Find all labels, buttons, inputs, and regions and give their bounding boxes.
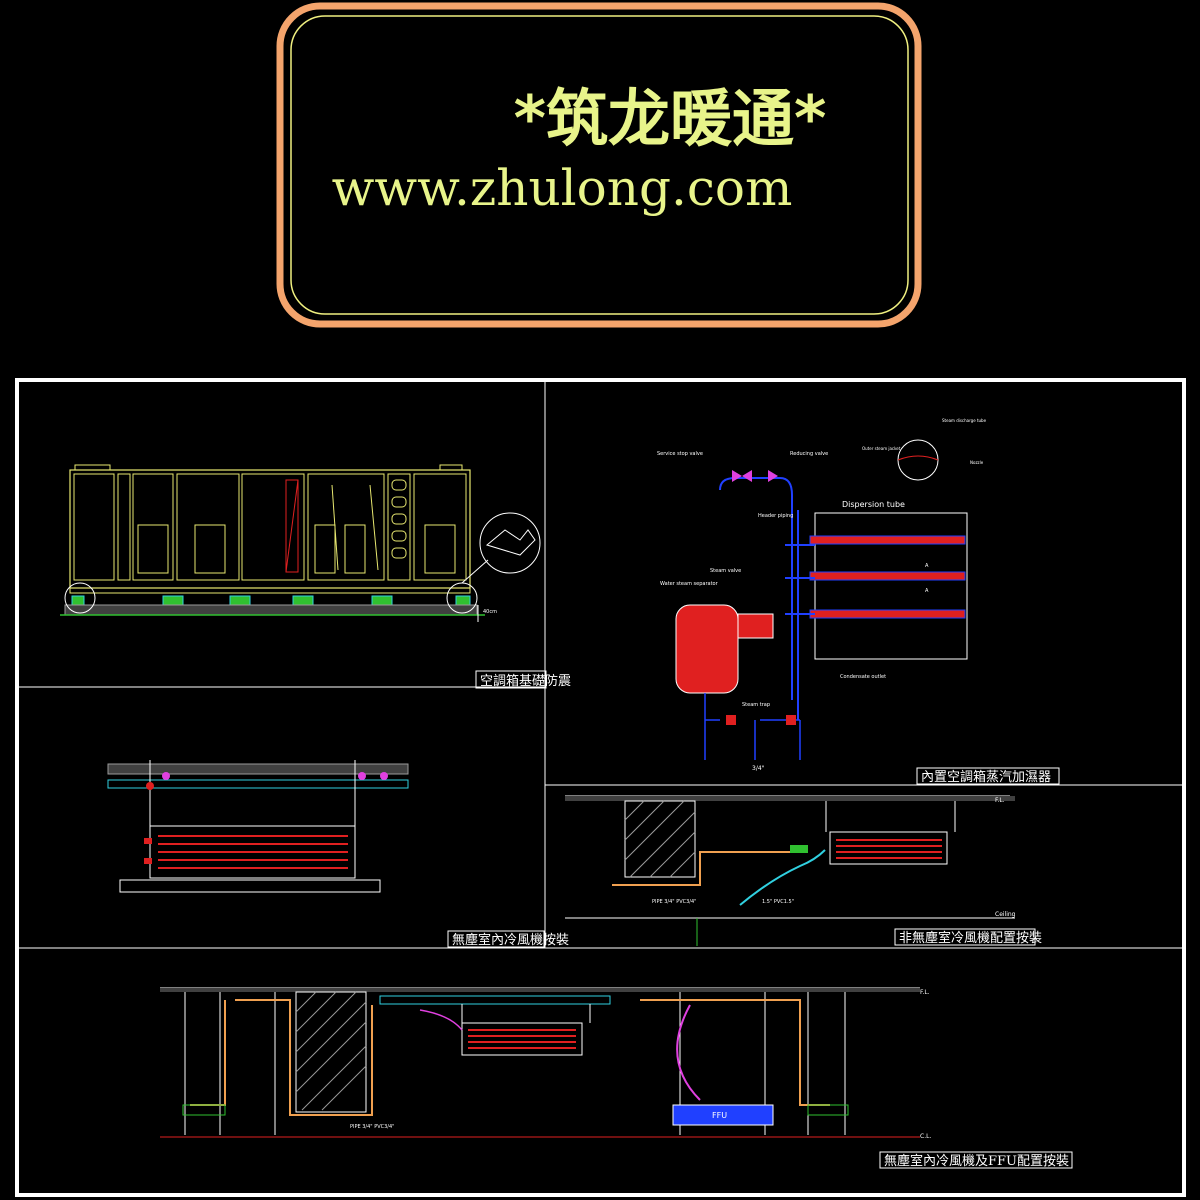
svg-text:Condensate outlet: Condensate outlet <box>840 674 886 680</box>
svg-text:Header piping: Header piping <box>758 513 793 519</box>
svg-text:F.L.: F.L. <box>920 989 930 996</box>
fcu-unit-ffu-panel <box>461 1022 583 1056</box>
logo: *筑龙暖通* www.zhulong.com <box>276 2 922 328</box>
panel-non-cleanroom-fcu: F.L. PIPE 3/4" PVC3/4" 1.5" PVC1.5" Ceil… <box>565 795 1042 946</box>
fcu-unit-cleanroom <box>149 825 356 879</box>
fcu-unit-non-cleanroom <box>829 831 948 865</box>
panel-steam-humidifier: Dispersion tube A A Service stop valve R… <box>657 418 1060 785</box>
drawing-frame <box>15 378 1186 1197</box>
svg-text:Service stop valve: Service stop valve <box>657 451 703 457</box>
dispersion-tubes <box>809 535 966 619</box>
valves <box>732 470 778 482</box>
water-steam-separator <box>675 604 739 694</box>
panel-ahu-foundation: 40cm 空調箱基礎防震 <box>60 464 571 689</box>
svg-text:Steam trap: Steam trap <box>742 702 770 708</box>
svg-text:PIPE 3/4" PVC3/4": PIPE 3/4" PVC3/4" <box>652 899 696 905</box>
svg-text:Outer steam jacket: Outer steam jacket <box>862 446 901 451</box>
svg-text:Nozzle: Nozzle <box>970 460 984 465</box>
svg-text:1.5" PVC1.5": 1.5" PVC1.5" <box>762 899 794 905</box>
svg-text:PIPE 3/4" PVC3/4": PIPE 3/4" PVC3/4" <box>350 1124 394 1130</box>
svg-text:A: A <box>925 563 929 569</box>
label-dispersion-tube: Dispersion tube <box>842 500 905 509</box>
concrete-pad <box>64 604 478 616</box>
svg-text:F.L.: F.L. <box>995 797 1005 804</box>
svg-text:Water steam separator: Water steam separator <box>660 581 719 587</box>
svg-text:C.L.: C.L. <box>920 1133 931 1140</box>
caption-steam-humidifier: 內置空調箱蒸汽加濕器 <box>921 769 1051 785</box>
svg-text:Steam valve: Steam valve <box>710 568 741 574</box>
hatched-column <box>624 800 696 878</box>
logo-url: www.zhulong.com <box>332 159 793 217</box>
svg-text:Reducing valve: Reducing valve <box>790 451 828 457</box>
caption-cleanroom-fcu: 無塵室內冷風機按裝 <box>452 932 569 948</box>
svg-text:A: A <box>925 588 929 594</box>
logo-outer-border <box>276 2 922 328</box>
isolator-detail-callout <box>479 512 541 574</box>
ffu-unit <box>672 1104 774 1126</box>
panel-cleanroom-fcu: 無塵室內冷風機按裝 <box>107 760 569 948</box>
caption-non-cleanroom-fcu: 非無塵室冷風機配置按裝 <box>899 930 1042 946</box>
logo-inner-border <box>290 15 909 315</box>
caption-cleanroom-fcu-ffu: 無塵室內冷風機及FFU配置按裝 <box>884 1153 1069 1169</box>
vibration-isolators <box>71 595 471 606</box>
caption-ahu-foundation: 空調箱基礎防震 <box>480 673 571 689</box>
svg-text:40cm: 40cm <box>483 609 497 615</box>
dispersion-box <box>814 512 968 660</box>
svg-text:3/4": 3/4" <box>752 765 765 772</box>
nozzle-detail <box>897 439 939 481</box>
svg-text:Ceiling: Ceiling <box>995 911 1016 918</box>
svg-text:FFU: FFU <box>712 1111 727 1120</box>
logo-title: *筑龙暖通* <box>514 82 827 155</box>
panel-cleanroom-fcu-ffu: F.L. <box>160 987 1073 1169</box>
caption-box-ahu <box>475 670 547 689</box>
svg-text:Steam discharge tube: Steam discharge tube <box>942 418 987 423</box>
